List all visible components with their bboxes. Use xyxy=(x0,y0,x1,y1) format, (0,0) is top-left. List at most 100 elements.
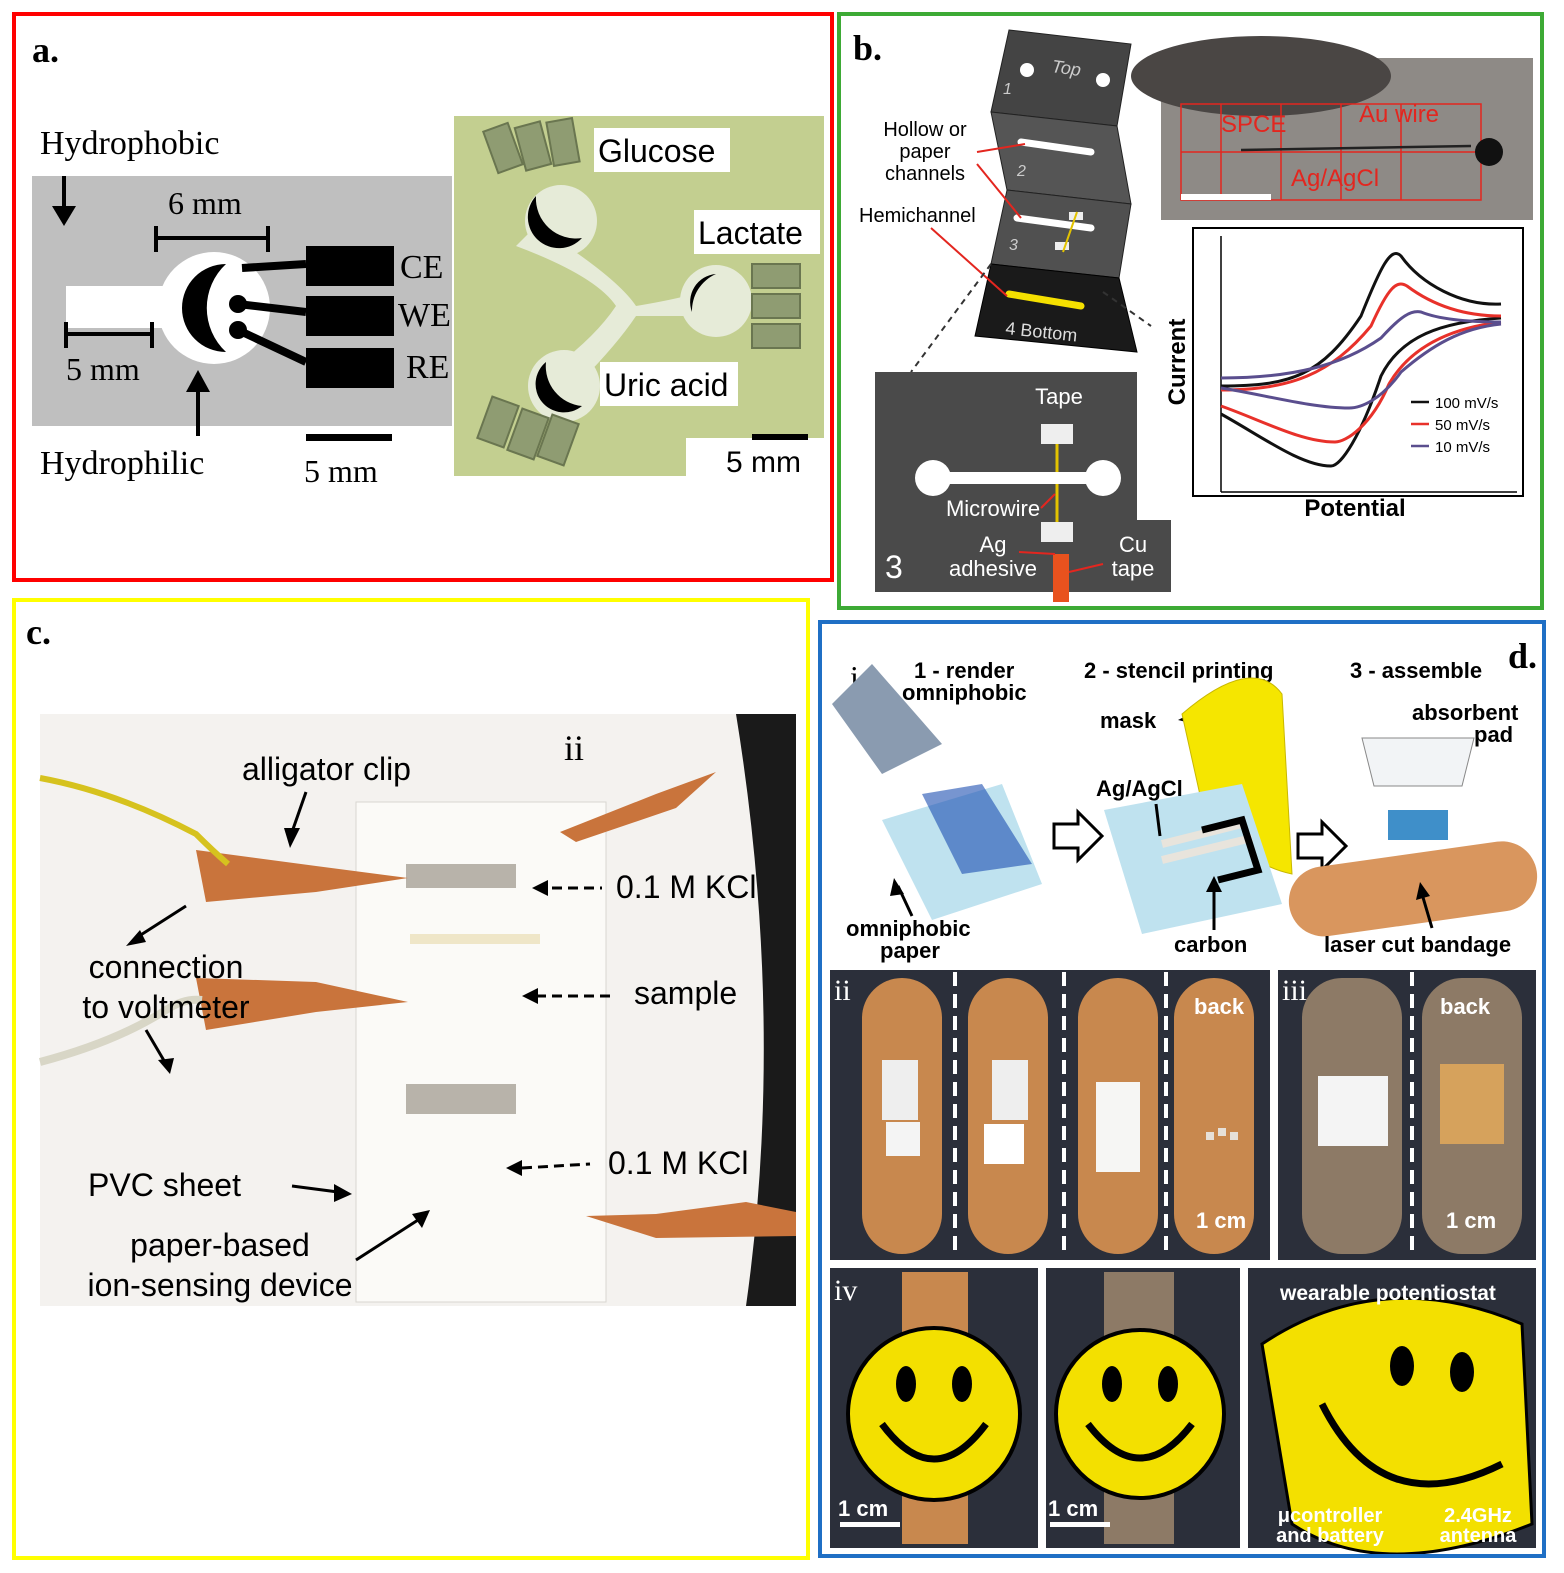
cv-legend: 100 mV/s 50 mV/s 10 mV/s xyxy=(1411,395,1498,456)
laser-cut-label: laser cut bandage xyxy=(1324,932,1511,957)
alligator-clip-bottom xyxy=(196,978,408,1030)
ag-agcl-label: Ag/AgCl xyxy=(1096,776,1183,801)
kcl-top-label: 0.1 M KCl xyxy=(616,869,756,905)
label-ii: ii xyxy=(564,728,584,768)
re-label: RE xyxy=(406,349,449,386)
scale-label: 5 mm xyxy=(304,453,378,489)
absorbent-label: absorbent xyxy=(1412,700,1519,725)
step1-label-b: omniphobic xyxy=(902,680,1027,705)
glucose-label: Glucose xyxy=(598,133,715,169)
hollow-label: Hollow or xyxy=(883,119,967,141)
alligator-clip-label: alligator clip xyxy=(242,751,411,787)
scale-label-iii: 1 cm xyxy=(1446,1208,1496,1233)
tape-label: Tape xyxy=(1035,384,1083,409)
ghz-label: 2.4GHz xyxy=(1444,1505,1512,1527)
panel-d-letter: d. xyxy=(1508,636,1537,676)
electrode-strip-top xyxy=(406,864,516,888)
step1-label-a: 1 - render xyxy=(914,658,1015,683)
cv-plot-frame xyxy=(1192,227,1524,497)
scale-label-iv-1: 1 cm xyxy=(838,1496,888,1521)
paper-label: paper xyxy=(880,938,940,963)
sensor-insert xyxy=(1388,810,1448,840)
panel-c: c. ii alligator clip 0.1 M KCl connectio… xyxy=(12,598,810,1560)
back-label-iii: back xyxy=(1440,994,1491,1019)
process-arrow-1 xyxy=(1052,808,1105,864)
five-mm-label: 5 mm xyxy=(66,351,140,387)
wearable-label: wearable potentiostat xyxy=(1279,1282,1496,1305)
adhesive-label: adhesive xyxy=(949,556,1037,581)
legend-100: 100 mV/s xyxy=(1435,395,1498,412)
carbon-label: carbon xyxy=(1174,932,1247,957)
layer-1-number: 1 xyxy=(1003,81,1012,98)
cu-label: Cu xyxy=(1119,532,1147,557)
counter-electrode-arc xyxy=(182,264,226,352)
hydrophobic-label: Hydrophobic xyxy=(40,125,219,162)
panel-a: a. CE WE RE Hydrophobic 6 mm 5 mm Hydrop… xyxy=(12,12,834,582)
ucontroller-label: μcontroller xyxy=(1278,1505,1383,1527)
pvc-sheet-label: PVC sheet xyxy=(88,1167,241,1203)
scale-bar xyxy=(306,434,392,441)
cv-curve-10 xyxy=(1220,310,1502,380)
smiley-face-1 xyxy=(846,1326,1022,1502)
cv-ylabel: Current xyxy=(1164,319,1191,406)
electrode-strip-bottom xyxy=(406,1084,516,1114)
absorbent-pad xyxy=(1361,737,1475,787)
legend-10: 10 mV/s xyxy=(1435,439,1490,456)
layer-3-number: 3 xyxy=(1009,237,1018,254)
we-label: WE xyxy=(398,297,451,334)
channels-label: channels xyxy=(885,163,965,185)
pad-label: pad xyxy=(1474,722,1513,747)
omniphobic-label: omniphobic xyxy=(846,916,971,941)
antenna-label: antenna xyxy=(1440,1525,1518,1547)
re-pad xyxy=(306,348,394,388)
we-pad xyxy=(306,296,394,336)
kcl-bottom-label: 0.1 M KCl xyxy=(608,1145,748,1181)
panel-d-figure: d. i 1 - render omniphobic omniphobic pa… xyxy=(830,636,1538,1554)
panel-c-letter: c. xyxy=(26,612,51,652)
to-voltmeter-label: to voltmeter xyxy=(82,989,250,1025)
au-wire-label: Au wire xyxy=(1359,101,1439,128)
process-arrow-2 xyxy=(1296,818,1349,874)
connection-label: connection xyxy=(89,949,244,985)
layer-top-label: Top xyxy=(1050,56,1082,80)
uric-acid-label: Uric acid xyxy=(604,367,728,403)
layer-3-zoom-number: 3 xyxy=(885,549,903,585)
smiley-face-2 xyxy=(1054,1328,1226,1500)
cv-xlabel: Potential xyxy=(1304,495,1405,522)
bandage xyxy=(1288,841,1538,937)
panel-a-letter: a. xyxy=(32,30,59,70)
ce-label: CE xyxy=(400,249,443,286)
scale-label-iv-2: 1 cm xyxy=(1048,1496,1098,1521)
panel-c-figure: c. ii alligator clip 0.1 M KCl connectio… xyxy=(26,612,796,1306)
label-iii: iii xyxy=(1282,974,1307,1007)
paper-label: paper xyxy=(899,141,950,163)
ag-agcl-label: Ag/AgCl xyxy=(1291,165,1379,192)
label-iv: iv xyxy=(834,1274,857,1307)
panel-a-figure: a. CE WE RE Hydrophobic 6 mm 5 mm Hydrop… xyxy=(32,30,824,489)
label-i: i xyxy=(850,659,859,695)
step3-label: 3 - assemble xyxy=(1350,658,1482,683)
sprayer-icon xyxy=(832,664,942,774)
cu-tape-label: tape xyxy=(1112,556,1155,581)
hydrophilic-y-channel xyxy=(516,226,716,386)
ce-pad xyxy=(306,246,394,286)
cv-curve-100 xyxy=(1220,252,1502,388)
hydrophilic-label: Hydrophilic xyxy=(40,445,204,482)
lactate-label: Lactate xyxy=(698,215,803,251)
hemichannel-label: Hemichannel xyxy=(859,205,976,227)
back-label-ii: back xyxy=(1194,994,1245,1019)
layer-2-number: 2 xyxy=(1016,163,1026,180)
panel-b: b. Top 1 2 3 4 Bottom Hollow or paper ch… xyxy=(837,12,1544,610)
panel-b-letter: b. xyxy=(853,28,882,68)
cv-curve-50 xyxy=(1220,282,1502,392)
ion-sensing-label: ion-sensing device xyxy=(87,1267,352,1303)
alligator-clip-top xyxy=(196,850,408,902)
scale-label-ii: 1 cm xyxy=(1196,1208,1246,1233)
ag-label: Ag xyxy=(980,532,1007,557)
photo-scale-label: 5 mm xyxy=(726,446,801,479)
panel-d: d. i 1 - render omniphobic omniphobic pa… xyxy=(818,620,1546,1558)
sample-label: sample xyxy=(634,975,737,1011)
six-mm-label: 6 mm xyxy=(168,185,242,221)
label-ii: ii xyxy=(834,974,851,1007)
battery-label: and battery xyxy=(1276,1525,1385,1547)
